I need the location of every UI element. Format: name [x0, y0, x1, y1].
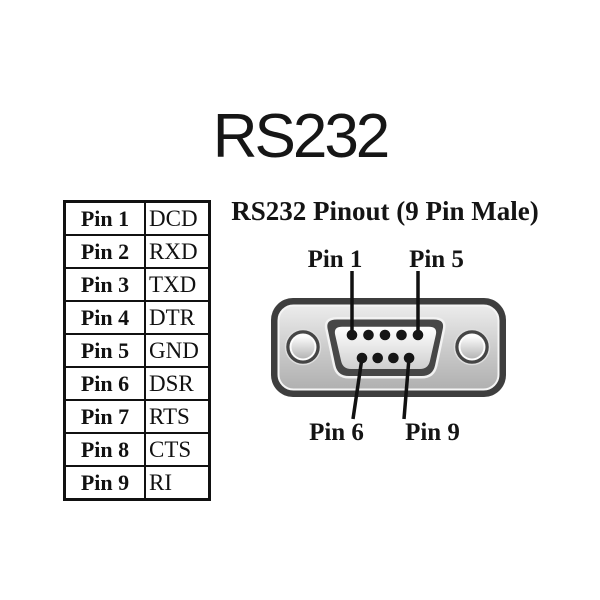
pin-signal-cell: DCD	[144, 200, 211, 236]
pin9-callout-line	[402, 357, 411, 420]
pin-signal-cell: RTS	[144, 399, 211, 434]
connector-pin	[388, 352, 399, 364]
connector-pin	[403, 352, 415, 364]
pin-number-cell: Pin 9	[63, 465, 146, 501]
pin-signal-cell: RI	[144, 465, 211, 501]
pin-signal-cell: DTR	[144, 300, 211, 335]
pin-number-cell: Pin 4	[63, 300, 146, 335]
pin-number-cell: Pin 8	[63, 432, 146, 467]
pin5-label: Pin 5	[409, 246, 464, 273]
pin-number-cell: Pin 7	[63, 399, 146, 434]
pin-number-cell: Pin 3	[63, 267, 146, 302]
connector-pin	[363, 329, 374, 341]
pin-signal-cell: CTS	[144, 432, 211, 467]
pin-number-cell: Pin 1	[63, 200, 146, 236]
diagram-heading: RS232 Pinout (9 Pin Male)	[231, 196, 539, 226]
pin-number-cell: Pin 2	[63, 234, 146, 269]
pin6-label: Pin 6	[309, 419, 364, 446]
connector-pin	[356, 352, 368, 364]
screw-hole-right	[453, 328, 491, 366]
connector-pins	[346, 329, 424, 364]
pin-number-cell: Pin 5	[63, 333, 146, 368]
connector-pin	[379, 329, 391, 341]
screw-hole-left	[284, 328, 322, 366]
pin-signal-cell: RXD	[144, 234, 211, 269]
connector-pin	[412, 329, 424, 341]
pin6-callout-line	[351, 357, 364, 420]
pin-number-cell: Pin 6	[63, 366, 146, 401]
db9-connector-diagram: Pin 1 Pin 5 Pin 6 Pin 9	[271, 246, 506, 446]
pin-signal-cell: TXD	[144, 267, 211, 302]
page-title: RS232	[212, 102, 391, 171]
pin1-label: Pin 1	[308, 246, 363, 273]
callout-lines	[350, 271, 420, 420]
connector-pin	[372, 352, 383, 364]
pin-signal-cell: GND	[144, 333, 211, 368]
pin-signal-cell: DSR	[144, 366, 211, 401]
connector-pin	[396, 329, 407, 341]
pin9-label: Pin 9	[405, 419, 460, 446]
connector-pin	[346, 329, 358, 341]
